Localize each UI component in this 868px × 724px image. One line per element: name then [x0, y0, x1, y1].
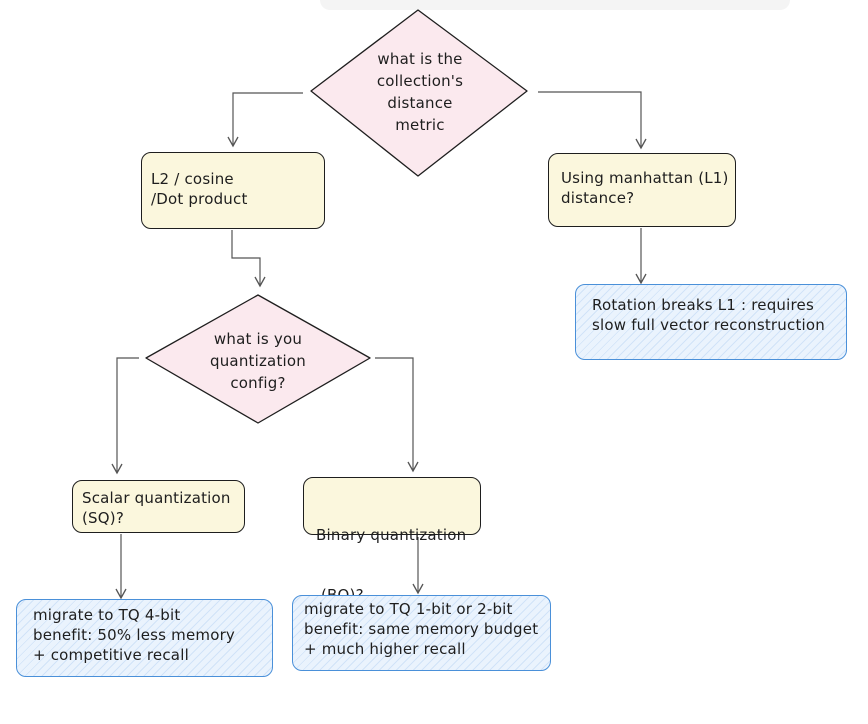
- arrow-metric-to-manhattan: [538, 91, 647, 150]
- decision-quant-label: what is you quantization config?: [190, 328, 326, 394]
- arrow-metric-to-l2: [227, 92, 303, 148]
- decision-metric-label: what is the collection's distance metric: [350, 48, 490, 136]
- step-manhattan-line: Using manhattan (L1): [561, 169, 729, 187]
- step-binary-line: Binary quantization: [316, 526, 467, 544]
- arrow-quant-to-binary: [375, 357, 419, 473]
- decision-metric-line: metric: [395, 116, 445, 134]
- decision-metric-line: collection's: [376, 72, 464, 90]
- step-scalar-quantization[interactable]: Scalar quantization (SQ)?: [72, 480, 245, 533]
- result-bq-line: + much higher recall: [304, 640, 466, 658]
- step-l2-cosine-line: L2 / cosine: [151, 170, 234, 188]
- arrow-l2-to-quant: [231, 230, 266, 288]
- step-manhattan[interactable]: Using manhattan (L1) distance?: [548, 153, 736, 227]
- result-rotation-breaks-l1[interactable]: Rotation breaks L1 : requires slow full …: [575, 284, 847, 360]
- result-bq-line: migrate to TQ 1-bit or 2-bit: [304, 600, 513, 618]
- step-l2-cosine[interactable]: L2 / cosine /Dot product: [141, 152, 325, 229]
- result-sq-line: + competitive recall: [33, 646, 189, 664]
- step-binary-quantization[interactable]: Binary quantization (BQ)?: [303, 477, 481, 604]
- decision-diamond-metric[interactable]: [310, 9, 528, 177]
- decision-quant-line: quantization: [210, 352, 306, 370]
- decision-diamond-quantization[interactable]: [145, 294, 371, 424]
- result-sq-line: migrate to TQ 4-bit: [33, 606, 181, 624]
- result-rotation-line: slow full vector reconstruction: [592, 316, 825, 334]
- decision-metric-line: distance: [387, 94, 453, 112]
- step-manhattan-line: distance?: [561, 189, 635, 207]
- canvas-toolbar-strip: [320, 0, 790, 10]
- result-migrate-tq-4bit[interactable]: migrate to TQ 4-bit benefit: 50% less me…: [16, 599, 273, 677]
- result-bq-line: benefit: same memory budget: [304, 620, 539, 638]
- step-scalar-line: Scalar quantization: [82, 489, 231, 507]
- result-migrate-tq-1-2bit[interactable]: migrate to TQ 1-bit or 2-bit benefit: sa…: [292, 595, 551, 671]
- step-scalar-line: (SQ)?: [82, 509, 124, 527]
- result-rotation-line: Rotation breaks L1 : requires: [592, 296, 814, 314]
- decision-quant-line: config?: [230, 374, 286, 392]
- decision-metric-line: what is the: [377, 50, 463, 68]
- step-l2-cosine-line: /Dot product: [151, 190, 248, 208]
- result-sq-line: benefit: 50% less memory: [33, 626, 236, 644]
- decision-quant-line: what is you: [213, 330, 303, 348]
- arrow-quant-to-scalar: [111, 357, 139, 475]
